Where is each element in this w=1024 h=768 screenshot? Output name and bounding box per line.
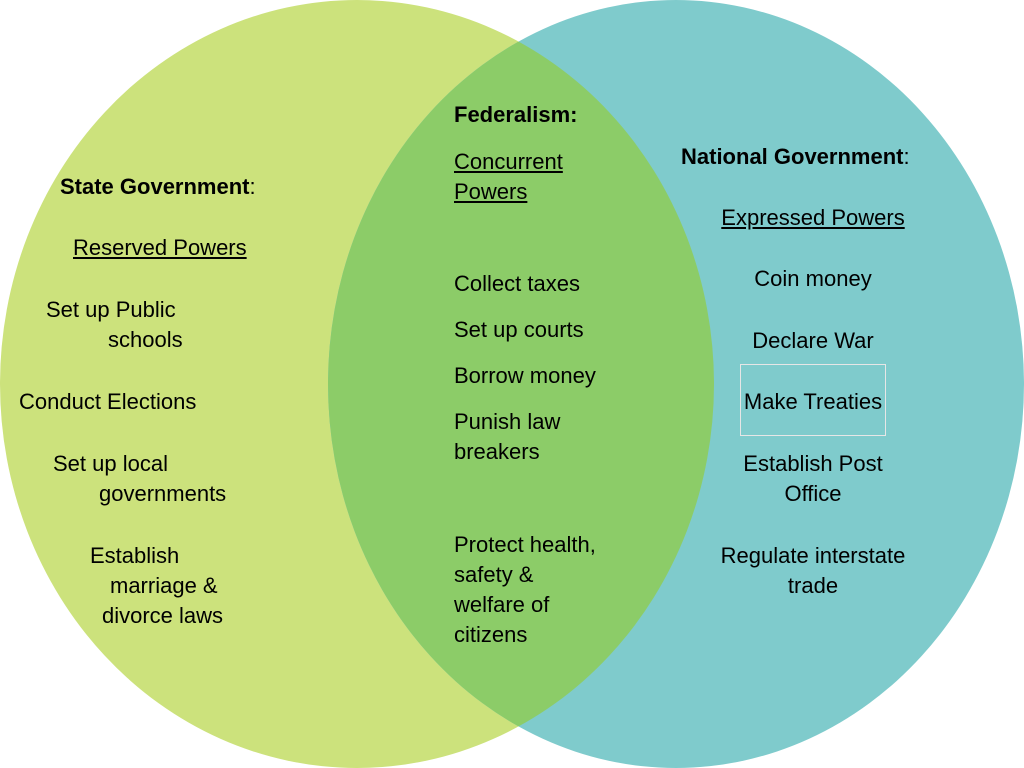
federal-subheading: Concurrent Powers	[454, 147, 563, 207]
federal-item-line: safety &	[454, 562, 534, 587]
state-heading-text: State Government	[60, 174, 250, 199]
state-heading: State Government:	[60, 172, 256, 202]
federal-item-taxes: Collect taxes	[454, 271, 580, 296]
national-item-coin: Coin money	[754, 266, 872, 291]
federal-item-courts: Set up courts	[454, 317, 584, 342]
state-item-line: divorce laws	[102, 603, 224, 628]
national-heading-colon: :	[903, 144, 910, 169]
national-item-treaties: Make Treaties	[743, 389, 883, 414]
state-item-line: governments	[99, 481, 227, 506]
federal-item-line: Protect health,	[454, 532, 596, 557]
national-heading-text: National Government	[681, 144, 904, 169]
state-item-line: Set up Public	[46, 297, 176, 322]
state-item-public-schools: Set up Public schools	[46, 295, 183, 355]
federal-item-line: Punish law	[454, 409, 561, 434]
state-item-line: Set up local	[53, 451, 168, 476]
federal-item-line: breakers	[454, 439, 540, 464]
federal-item-line: welfare of	[454, 592, 550, 617]
federal-subheading-line: Concurrent	[454, 149, 563, 174]
federal-item-protect: Protect health, safety & welfare of citi…	[454, 530, 596, 650]
federal-item-borrow: Borrow money	[454, 363, 596, 388]
state-item-marriage-divorce: Establish marriage & divorce laws	[90, 541, 223, 631]
national-item-line: Establish Post	[743, 451, 883, 476]
federal-heading: Federalism:	[454, 102, 578, 127]
state-item-line: marriage &	[110, 573, 218, 598]
national-subheading: Expressed Powers	[721, 205, 905, 230]
federal-item-line: citizens	[454, 622, 528, 647]
state-subheading: Reserved Powers	[73, 235, 247, 260]
national-heading: National Government:	[681, 142, 910, 172]
federal-subheading-line: Powers	[454, 179, 528, 204]
state-item-line: schools	[108, 327, 183, 352]
national-item-war: Declare War	[752, 328, 874, 353]
state-heading-colon: :	[249, 174, 256, 199]
state-item-line: Establish	[90, 543, 180, 568]
federal-item-punish: Punish law breakers	[454, 407, 560, 467]
selection-box	[740, 364, 886, 436]
national-item-line: trade	[787, 573, 839, 598]
national-item-interstate: Regulate interstate trade	[683, 541, 943, 601]
state-item-line: Conduct Elections	[19, 389, 197, 414]
federalism-overlap	[328, 0, 714, 768]
national-item-line: Regulate interstate	[720, 543, 906, 568]
state-item-local-governments: Set up local governments	[53, 449, 226, 509]
national-item-post-office: Establish Post Office	[693, 449, 933, 509]
national-item-line: Office	[784, 481, 842, 506]
state-item-elections: Conduct Elections	[19, 387, 196, 417]
